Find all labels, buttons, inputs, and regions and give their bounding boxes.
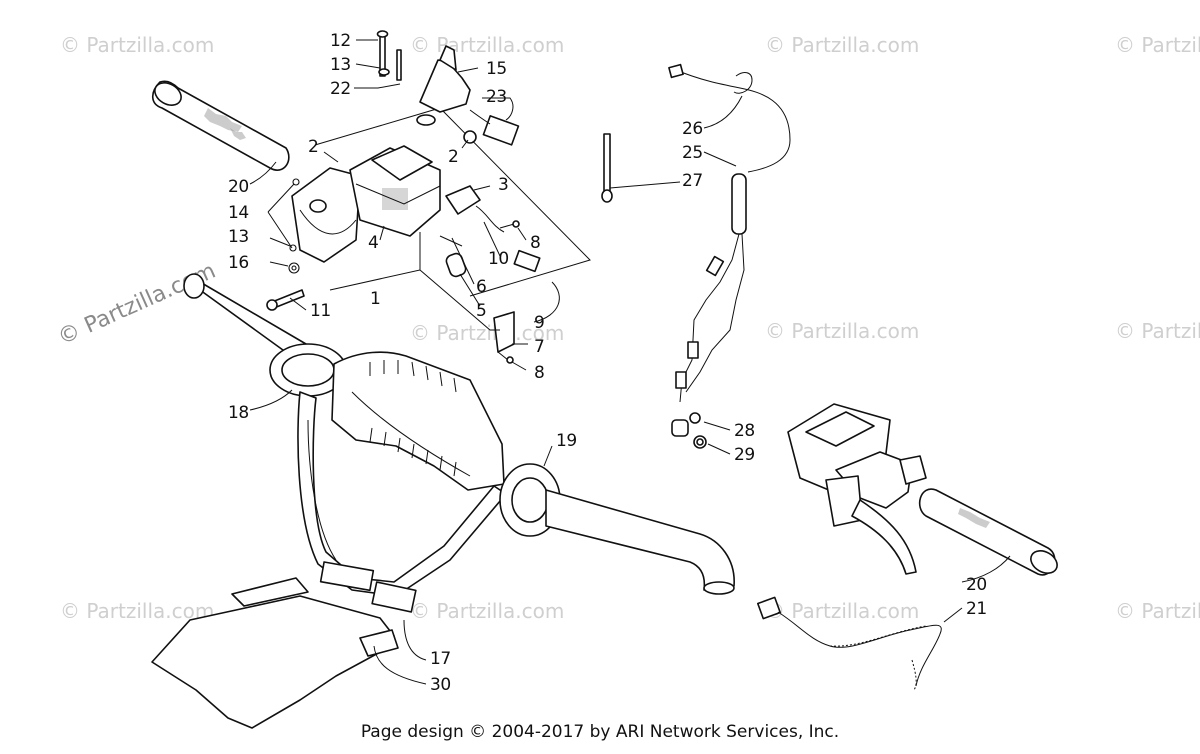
- callout-labels: 12 13 22 15 23 2 2 3 20 14 13 16 4 8 10 …: [228, 31, 987, 695]
- watermark-text: © Partzilla.com: [1115, 599, 1200, 623]
- watermark-text: © Partzilla.com: [410, 599, 564, 623]
- watermark-text: © Partzilla.com: [60, 599, 214, 623]
- callout-label: 22: [330, 79, 351, 99]
- callout-label: 23: [486, 87, 507, 107]
- leader-lines: [249, 39, 1011, 685]
- callout-label: 11: [310, 301, 331, 321]
- bar-pad: [151, 577, 399, 729]
- callout-label: 20: [228, 177, 249, 197]
- switch-housing-assembly: [266, 30, 591, 364]
- callout-label: 30: [430, 675, 451, 695]
- callout-label: 1: [370, 289, 380, 309]
- callout-label: 8: [530, 233, 540, 253]
- throttle-cable-assembly: [601, 63, 791, 449]
- callout-label: 27: [682, 171, 703, 191]
- watermark-text: © Partzilla.com: [765, 319, 919, 343]
- callout-label: 6: [476, 277, 486, 297]
- crossbar-padding-ribs: [369, 360, 457, 477]
- watermark-text: © Partzilla.com: [765, 33, 919, 57]
- watermark-text: © Partzilla.com: [1115, 319, 1200, 343]
- watermark-text: © Partzilla.com: [765, 599, 919, 623]
- brake-master-cylinder: [787, 403, 927, 575]
- callout-label: 29: [734, 445, 755, 465]
- watermark-rotated: © Partzilla.com: [54, 259, 219, 351]
- right-hand-grip: [918, 488, 1058, 576]
- grip-heater-wire: [757, 596, 942, 691]
- callout-label: 26: [682, 119, 703, 139]
- callout-label: 9: [534, 313, 544, 333]
- callout-label: 12: [330, 31, 351, 51]
- watermark-text: © Partzilla.com: [1115, 33, 1200, 57]
- callout-label: 28: [734, 421, 755, 441]
- callout-label: 2: [448, 147, 458, 167]
- callout-label: 8: [534, 363, 544, 383]
- callout-label: 16: [228, 253, 249, 273]
- callout-label: 15: [486, 59, 507, 79]
- callout-label: 3: [498, 175, 508, 195]
- callout-label: 20: [966, 575, 987, 595]
- callout-label: 19: [556, 431, 577, 451]
- callout-label: 13: [228, 227, 249, 247]
- callout-label: 17: [430, 649, 451, 669]
- callout-label: 25: [682, 143, 703, 163]
- watermark-text: © Partzilla.com: [410, 33, 564, 57]
- callout-label: 10: [488, 249, 509, 269]
- callout-label: 14: [228, 203, 249, 223]
- copyright-footer: Page design © 2004-2017 by ARI Network S…: [361, 722, 839, 742]
- callout-label: 7: [534, 337, 544, 357]
- watermark-text: © Partzilla.com: [60, 33, 214, 57]
- callout-label: 21: [966, 599, 987, 619]
- left-hand-grip: [151, 80, 290, 171]
- callout-label: 4: [368, 233, 378, 253]
- callout-label: 2: [308, 137, 318, 157]
- callout-label: 13: [330, 55, 351, 75]
- handlebar: [183, 273, 735, 613]
- callout-label: 5: [476, 301, 486, 321]
- callout-label: 18: [228, 403, 249, 423]
- watermark-text: © Partzilla.com: [410, 321, 564, 345]
